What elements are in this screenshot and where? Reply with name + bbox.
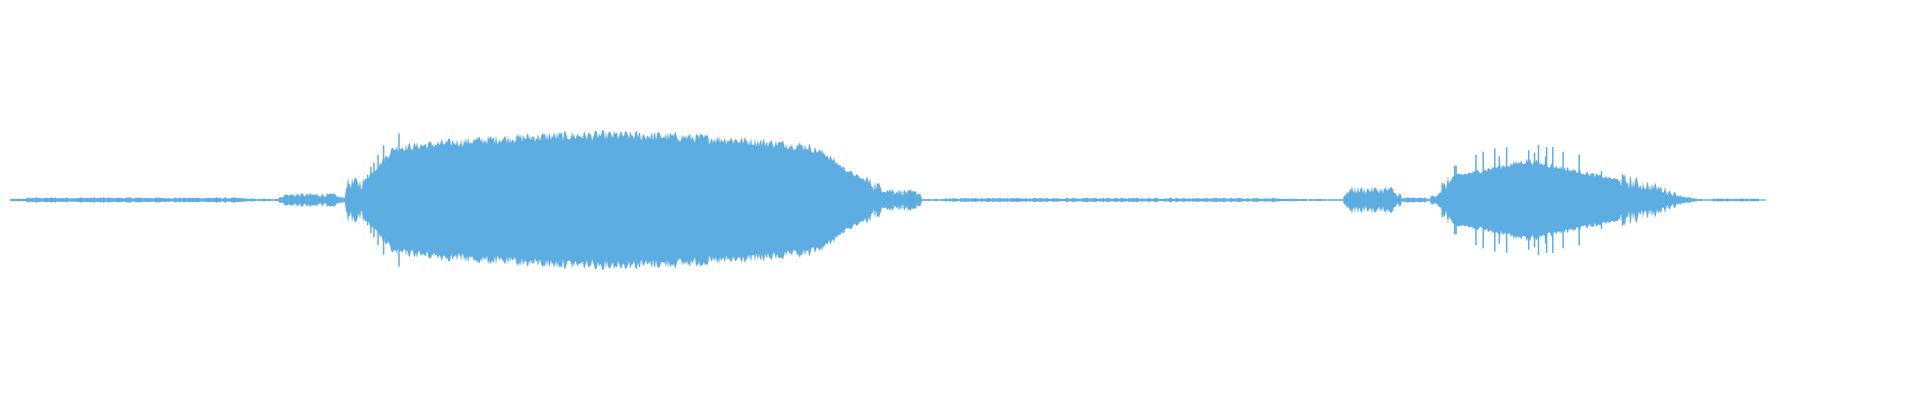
waveform-envelope [10, 130, 1766, 270]
waveform-transients [366, 133, 1603, 267]
